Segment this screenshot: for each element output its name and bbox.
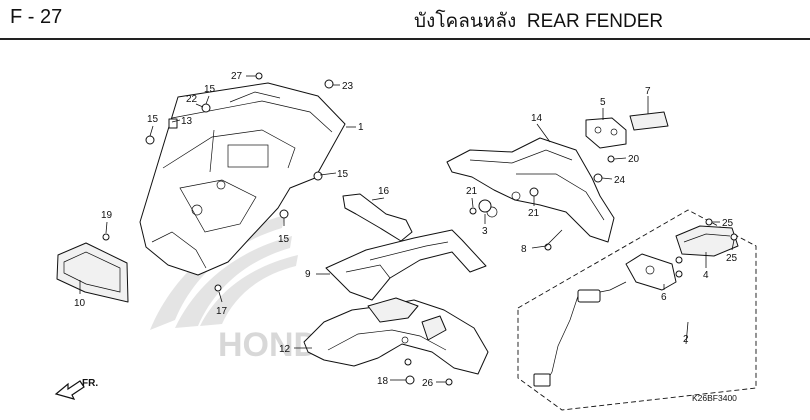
callout-5: 5 [600, 97, 606, 108]
part-reflector[interactable] [56, 242, 129, 303]
callout-2: 2 [683, 334, 689, 345]
callout-12: 12 [279, 344, 291, 355]
callout-22: 22 [186, 94, 198, 105]
drawing-code: K26BF3400 [692, 393, 737, 403]
part-bracket-16[interactable] [342, 193, 413, 242]
arrow-icon [54, 380, 85, 400]
callout-18: 18 [377, 376, 389, 387]
title-rule [0, 38, 810, 40]
callout-leaders [79, 75, 735, 383]
callout-8: 8 [521, 244, 527, 255]
callout-26: 26 [422, 378, 434, 389]
callout-7: 7 [645, 86, 651, 97]
callout-19: 19 [101, 210, 113, 221]
callout-4: 4 [703, 270, 709, 281]
callout-23: 23 [342, 81, 354, 92]
callout-21-a: 21 [466, 186, 478, 197]
callout-16: 16 [378, 186, 390, 197]
front-label: FR. [82, 378, 98, 389]
part-rear-fender-main[interactable] [139, 82, 346, 276]
callout-21-b: 21 [528, 208, 540, 219]
front-direction-arrow: FR. [54, 378, 98, 400]
callout-numbers: 1 2 3 4 5 6 7 8 9 10 12 13 14 15 15 15 1… [74, 71, 738, 389]
callout-6: 6 [661, 292, 667, 303]
part-grab-rail-9[interactable] [325, 229, 487, 301]
title-thai: บังโคลนหลัง [414, 11, 517, 32]
callout-13: 13 [181, 116, 193, 127]
page-code: F - 27 [10, 6, 63, 28]
page-title: บังโคลนหลัง REAR FENDER [414, 6, 663, 36]
callout-15-b: 15 [204, 84, 216, 95]
callout-17: 17 [216, 306, 228, 317]
part-plate-7[interactable] [629, 111, 669, 131]
tail-light-assembly-box [517, 209, 757, 411]
title-english: REAR FENDER [526, 11, 664, 32]
callout-25-b: 25 [726, 253, 738, 264]
part-harness-2[interactable] [533, 281, 627, 387]
callout-24: 24 [614, 175, 626, 186]
callout-15-d: 15 [278, 234, 290, 245]
callout-3: 3 [482, 226, 488, 237]
part-socket-6[interactable] [625, 253, 677, 291]
part-lower-fender-12[interactable] [303, 297, 489, 375]
callout-15-a: 15 [147, 114, 159, 125]
callout-20: 20 [628, 154, 640, 165]
part-license-bracket-5[interactable] [585, 117, 627, 149]
callout-14: 14 [531, 113, 543, 124]
part-lens-4[interactable] [675, 225, 739, 257]
callout-9: 9 [305, 269, 311, 280]
callout-1: 1 [358, 122, 364, 133]
callout-15-c: 15 [337, 169, 349, 180]
callout-25-a: 25 [722, 218, 734, 229]
callout-10: 10 [74, 298, 86, 309]
callout-27: 27 [231, 71, 243, 82]
